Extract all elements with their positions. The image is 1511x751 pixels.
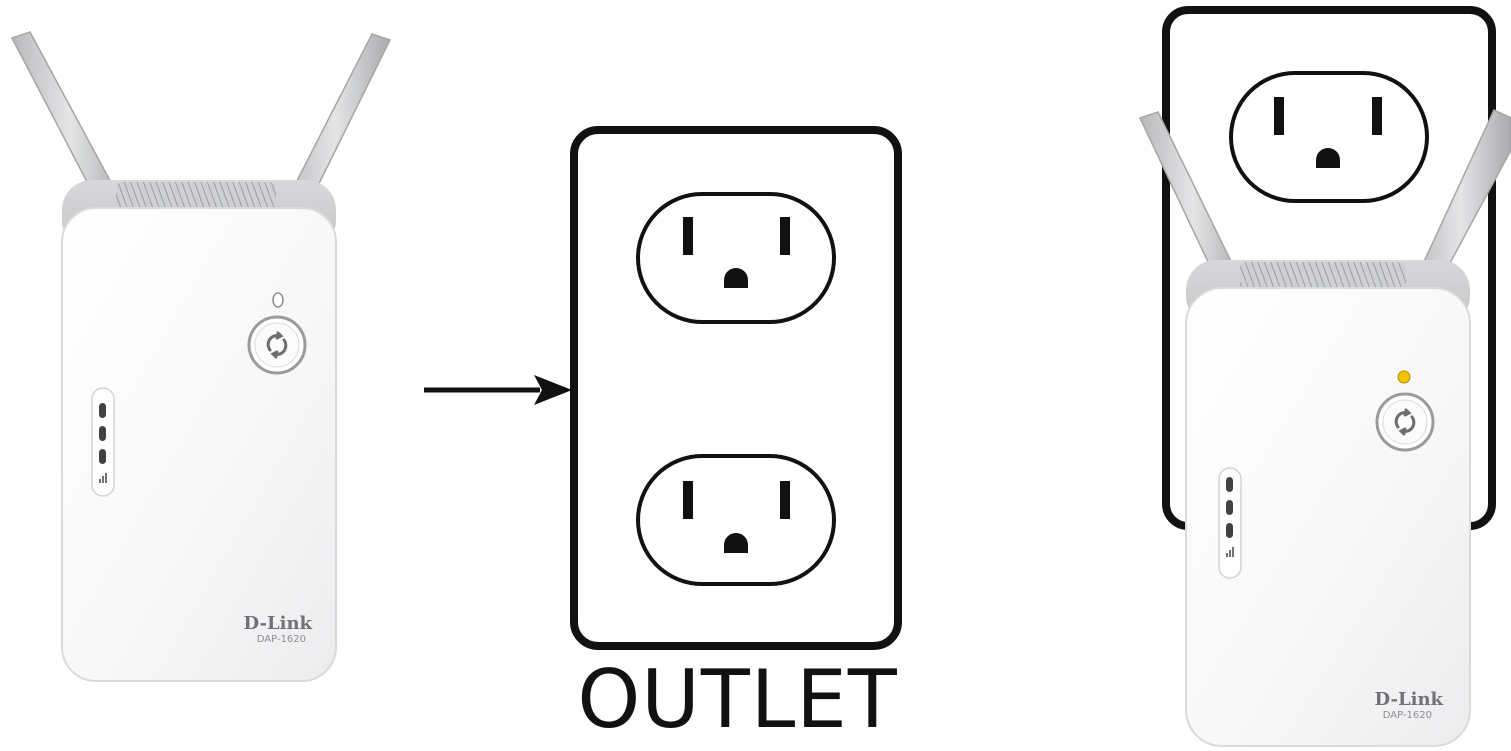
brand-logo: D-Link (244, 613, 313, 634)
outlet-socket-icon (1231, 73, 1427, 201)
model-label: DAP-1620 (257, 634, 306, 645)
wall-outlet (574, 130, 898, 646)
model-label: DAP-1620 (1383, 710, 1432, 721)
signal-indicator (1219, 468, 1241, 578)
wps-button (1377, 394, 1433, 450)
extender-left: D-Link DAP-1620 (12, 32, 390, 681)
arrow-right-icon (424, 375, 572, 405)
outlet-label: OUTLET (560, 650, 915, 750)
outlet-socket-icon (638, 456, 834, 584)
device-vent (1240, 262, 1406, 290)
signal-indicator (92, 388, 114, 496)
device-vent (116, 182, 276, 210)
brand-logo: D-Link (1375, 689, 1444, 710)
wps-button (249, 317, 305, 373)
outlet-socket-icon (638, 194, 834, 322)
status-led (1398, 371, 1410, 383)
status-led (273, 293, 283, 307)
